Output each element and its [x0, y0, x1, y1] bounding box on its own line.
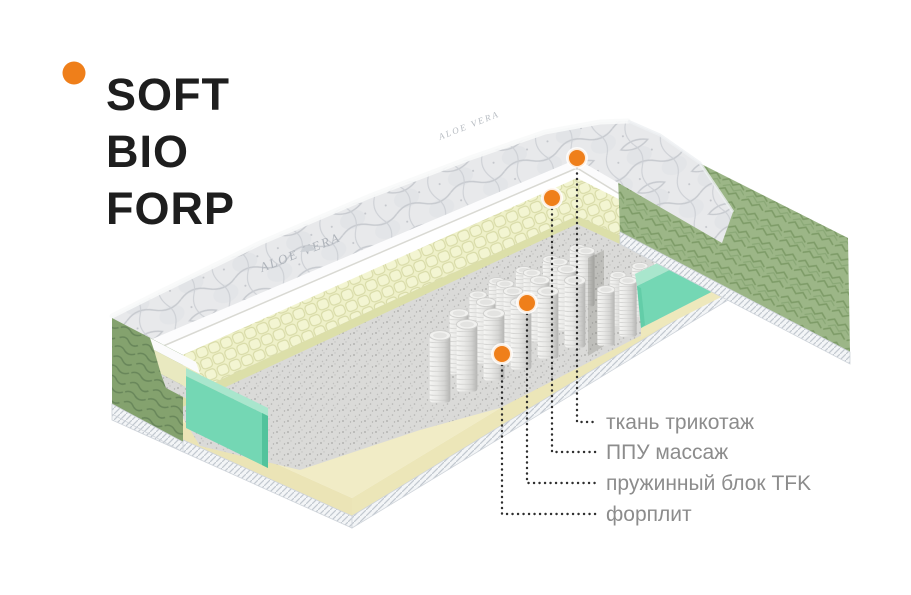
callout-labels: ткань трикотаж ППУ массаж пружинный блок… — [606, 411, 811, 526]
leader-line-forplit — [500, 363, 600, 516]
leader-line-fabric — [575, 166, 600, 424]
callout-label-fabric: ткань трикотаж — [606, 411, 754, 434]
callout-dot-fabric — [566, 147, 588, 169]
product-title-line-3: FORP — [106, 183, 235, 234]
product-title-block: SOFT BIO FORP — [62, 61, 235, 234]
fabric-watermark-small: ALOE VERA — [436, 109, 501, 142]
product-title-line-2: BIO — [106, 126, 189, 177]
callout-dot-springs — [516, 292, 538, 314]
callout-dot-foam — [541, 187, 563, 209]
perimeter-foam-wall-left — [186, 368, 268, 468]
callout-label-springs: пружинный блок TFK — [606, 472, 811, 495]
fabric-leaf-motif — [300, 245, 316, 252]
callout-dots — [491, 147, 588, 365]
product-title-line-1: SOFT — [106, 69, 230, 120]
leader-line-foam — [550, 207, 600, 454]
callout-label-forplit: форплит — [606, 503, 692, 526]
callout-dot-forplit — [491, 343, 513, 365]
bullet-icon — [62, 61, 86, 85]
callout-leader-lines — [500, 166, 600, 516]
callout-label-foam: ППУ массаж — [606, 441, 728, 464]
